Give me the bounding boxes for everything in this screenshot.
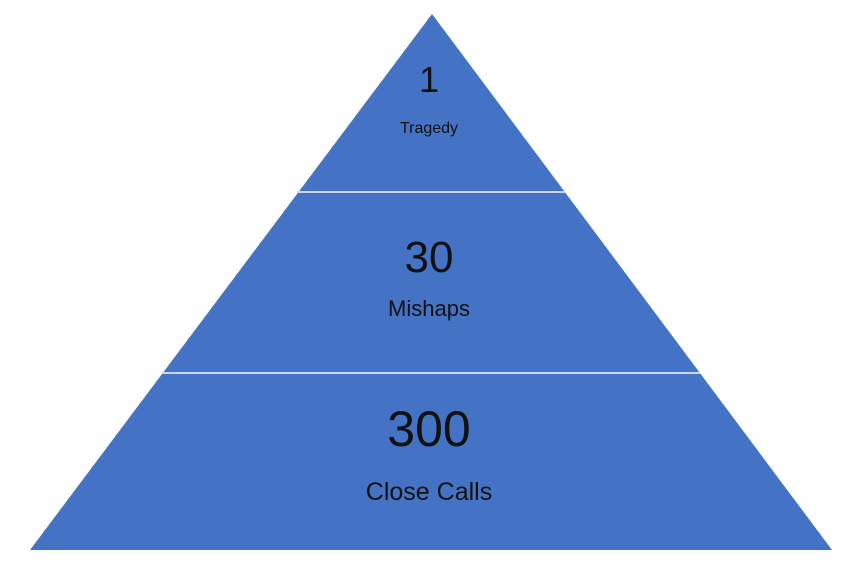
tier-top-value: 1 [419,59,439,100]
tier-bottom-label: Close Calls [366,478,492,506]
tier-middle-value: 30 [405,233,454,282]
pyramid-shape [30,14,832,550]
tier-bottom-value: 300 [387,401,470,457]
tier-middle-label: Mishaps [388,296,470,321]
tier-bottom: 300 Close Calls [366,401,492,506]
tier-top: 1 Tragedy [400,59,458,137]
tier-top-label: Tragedy [400,120,458,137]
tier-middle: 30 Mishaps [388,233,470,321]
